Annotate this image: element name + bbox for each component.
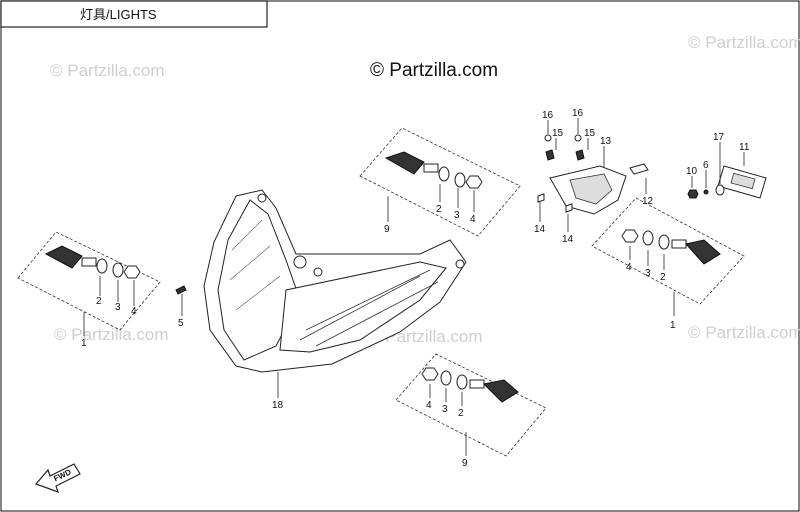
reflector-group: 11 17 6 10 [686, 132, 767, 199]
washer [438, 166, 450, 182]
callout-4: 4 [470, 214, 476, 225]
callout-4: 4 [131, 306, 137, 317]
rear-right-turn-signal-group: 4 3 2 1 [591, 197, 745, 331]
lock-washer [440, 370, 452, 386]
washer [96, 258, 108, 274]
lock-washer [112, 262, 124, 278]
callout-2: 2 [458, 408, 464, 419]
watermark: © Partzilla.com [50, 61, 165, 80]
callout-4: 4 [626, 262, 632, 273]
callout-17: 17 [713, 132, 725, 143]
lamp-stem [81, 257, 97, 267]
callout-14: 14 [534, 224, 546, 235]
callout-5: 5 [178, 318, 184, 329]
screw-small [565, 203, 573, 213]
bolt-part [545, 149, 555, 161]
lock-washer [642, 230, 654, 246]
watermark: © Partzilla.com [54, 325, 169, 344]
washer [658, 234, 670, 250]
washer [715, 184, 725, 196]
callout-1: 1 [670, 320, 676, 331]
nut-small [703, 189, 709, 195]
front-right-turn-signal-group: 2 3 4 9 [359, 127, 521, 237]
callout-16: 16 [542, 110, 554, 121]
callout-15: 15 [552, 128, 564, 139]
turn-signal-lamp [685, 239, 721, 265]
callout-6: 6 [703, 160, 709, 171]
washer [456, 374, 468, 390]
license-light-group: 16 16 15 15 13 12 14 14 [534, 108, 654, 245]
fwd-arrow: FWD [34, 463, 81, 493]
bolt-part [575, 149, 585, 161]
turn-signal-lamp [384, 151, 425, 175]
callout-12: 12 [642, 196, 654, 207]
lock-washer [454, 172, 466, 188]
callout-1: 1 [81, 338, 87, 349]
lamp-stem [671, 239, 687, 249]
clip-part [629, 163, 649, 175]
callout-3: 3 [115, 302, 121, 313]
callout-9: 9 [384, 224, 390, 235]
nut [421, 367, 439, 381]
bolt-head [544, 134, 552, 142]
turn-signal-lamp [482, 379, 519, 403]
title-box: 灯具/LIGHTS [0, 0, 268, 28]
screw-small [537, 193, 545, 203]
nut [621, 229, 639, 243]
watermark: © Partzilla.com [688, 33, 800, 52]
brand-text: © Partzilla.com [370, 60, 498, 81]
callout-3: 3 [645, 268, 651, 279]
lamp-stem [423, 163, 439, 173]
nut [123, 265, 141, 279]
screw-part: 5 [175, 285, 187, 329]
callout-10: 10 [686, 166, 698, 177]
callout-15: 15 [584, 128, 596, 139]
callout-9: 9 [462, 458, 468, 469]
callout-18: 18 [272, 400, 284, 411]
callout-3: 3 [442, 404, 448, 415]
lamp-stem [469, 379, 485, 389]
callout-16: 16 [572, 108, 584, 119]
rear-left-turn-signal-group: 4 3 2 9 [395, 353, 547, 469]
callout-3: 3 [454, 210, 460, 221]
diagram-title: 灯具/LIGHTS [80, 7, 157, 22]
watermark: © Partzilla.com [688, 323, 800, 342]
callout-11: 11 [739, 142, 750, 153]
callout-13: 13 [600, 136, 612, 147]
left-front-turn-signal-group: 2 3 4 1 [17, 231, 161, 349]
nut [465, 175, 483, 189]
callout-14: 14 [562, 234, 574, 245]
callout-2: 2 [660, 272, 666, 283]
callout-2: 2 [436, 204, 442, 215]
turn-signal-lamp [44, 245, 83, 269]
headlight-assembly: 18 [203, 189, 467, 411]
callout-4: 4 [426, 400, 432, 411]
callout-2: 2 [96, 296, 102, 307]
nut [687, 189, 699, 199]
bolt-head [574, 134, 582, 142]
